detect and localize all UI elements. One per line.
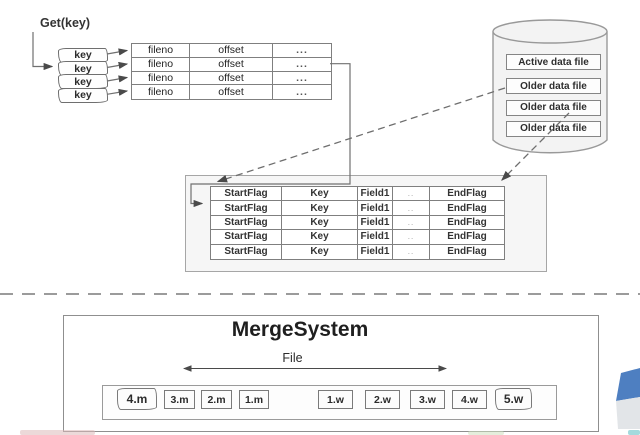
key-to-index-arrow xyxy=(106,88,129,96)
index-row: fileno offset ... xyxy=(132,85,331,99)
index-cell-fileno: fileno xyxy=(132,57,190,71)
key-box: key xyxy=(58,47,108,63)
index-cell-offset: offset xyxy=(190,44,273,57)
write-file-box: 4.w xyxy=(452,390,487,409)
record-row: StartFlag Key Field1 .. EndFlag xyxy=(211,230,504,245)
index-cell-more: ... xyxy=(296,71,308,84)
record-cell-more: .. xyxy=(393,187,430,201)
write-file-box: 1.w xyxy=(318,390,353,409)
corner-ribbon-blue xyxy=(616,368,640,401)
active-data-file-label: Active data file xyxy=(506,54,601,70)
write-file-box: 5.w xyxy=(495,388,532,410)
older-data-file-label: Older data file xyxy=(506,78,601,94)
key-to-index-arrow xyxy=(106,75,129,83)
record-table: StartFlag Key Field1 .. EndFlag StartFla… xyxy=(210,186,505,260)
merge-file-box: 2.m xyxy=(201,390,232,409)
index-cell-more: ... xyxy=(296,44,308,57)
record-row: StartFlag Key Field1 .. EndFlag xyxy=(211,215,504,231)
record-cell-field1: Field1 xyxy=(358,187,393,201)
record-row: StartFlag Key Field1 .. EndFlag xyxy=(211,201,504,216)
index-cell-fileno: fileno xyxy=(132,44,190,57)
record-cell-endflag: EndFlag xyxy=(447,188,487,200)
record-cell-key: Key xyxy=(282,201,358,215)
record-cell-endflag: EndFlag xyxy=(447,246,487,258)
file-axis-label: File xyxy=(282,351,303,365)
older-data-file-label: Older data file xyxy=(506,120,601,137)
write-file-box: 3.w xyxy=(410,390,445,409)
index-row: fileno offset ... xyxy=(132,44,331,58)
index-cell-fileno: fileno xyxy=(132,85,190,99)
bottom-smudge-teal xyxy=(628,430,640,435)
record-cell-field1: Field1 xyxy=(358,201,393,215)
index-cell-more: ... xyxy=(296,86,308,99)
record-cell-endflag: EndFlag xyxy=(447,216,487,228)
merge-file-box: 3.m xyxy=(164,390,195,409)
record-cell-field1: Field1 xyxy=(358,215,393,230)
record-cell-more: .. xyxy=(393,201,430,215)
index-row: fileno offset ... xyxy=(132,71,331,86)
index-cell-offset: offset xyxy=(190,71,273,85)
corner-ribbon-gray xyxy=(616,397,640,429)
key-to-index-arrow xyxy=(106,61,129,69)
record-cell-key: Key xyxy=(282,230,358,244)
cylinder-top xyxy=(492,19,608,44)
record-cell-startflag: StartFlag xyxy=(211,201,282,215)
record-cell-more: .. xyxy=(393,244,430,259)
write-file-box: 2.w xyxy=(365,390,400,409)
index-row: fileno offset ... xyxy=(132,57,331,72)
get-key-connector xyxy=(32,32,54,71)
merge-file-box: 4.m xyxy=(117,388,157,410)
datafile-to-record-dashed xyxy=(216,87,506,183)
record-cell-more: .. xyxy=(393,215,430,230)
index-cell-offset: offset xyxy=(190,85,273,99)
record-cell-key: Key xyxy=(282,244,358,259)
record-cell-endflag: EndFlag xyxy=(447,231,487,243)
merge-file-box: 1.m xyxy=(239,390,269,409)
record-row: StartFlag Key Field1 .. EndFlag xyxy=(211,187,504,202)
record-cell-key: Key xyxy=(282,215,358,230)
record-cell-startflag: StartFlag xyxy=(211,230,282,244)
record-cell-key: Key xyxy=(282,187,358,201)
get-key-label: Get(key) xyxy=(40,16,91,30)
record-cell-startflag: StartFlag xyxy=(211,215,282,230)
record-cell-startflag: StartFlag xyxy=(211,187,282,201)
record-cell-field1: Field1 xyxy=(358,244,393,259)
record-cell-more: .. xyxy=(393,230,430,244)
key-box: key xyxy=(58,87,108,103)
key-to-index-arrow xyxy=(106,48,129,56)
older-data-file-label: Older data file xyxy=(506,99,601,116)
record-cell-startflag: StartFlag xyxy=(211,244,282,259)
record-row: StartFlag Key Field1 .. EndFlag xyxy=(211,244,504,259)
index-cell-more: ... xyxy=(296,58,308,71)
record-cell-endflag: EndFlag xyxy=(447,202,487,214)
record-cell-field1: Field1 xyxy=(358,230,393,244)
index-cell-offset: offset xyxy=(190,57,273,71)
index-cell-fileno: fileno xyxy=(132,71,190,85)
merge-system-title: MergeSystem xyxy=(231,318,369,341)
index-table: fileno offset ... fileno offset ... file… xyxy=(131,43,332,100)
